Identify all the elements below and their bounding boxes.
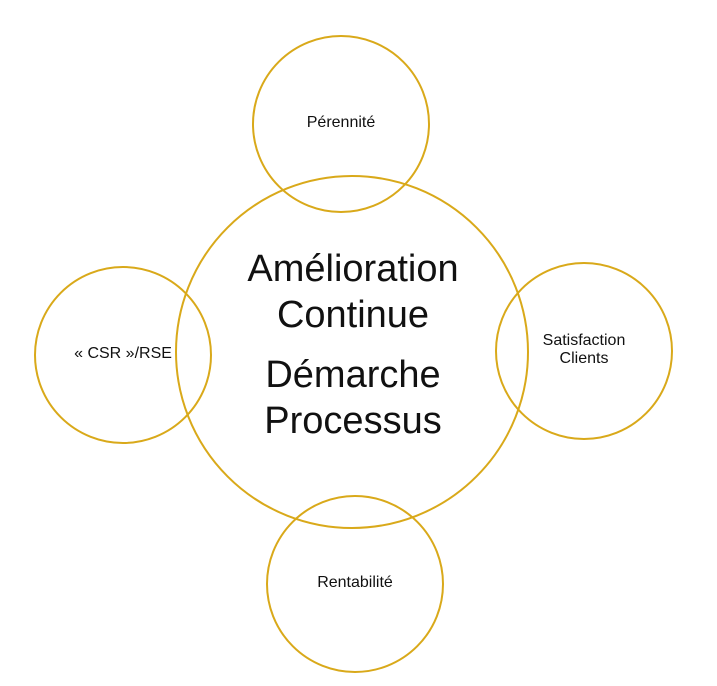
center-title: Amélioration Continue xyxy=(218,246,488,338)
center-title-line1: Amélioration xyxy=(247,248,459,290)
right-node-label: Satisfaction Clients xyxy=(504,332,664,369)
top-circle xyxy=(252,35,430,213)
center-subtitle: Démarche Processus xyxy=(218,352,488,444)
bottom-node-label: Rentabilité xyxy=(317,574,393,591)
center-title-line2: Continue xyxy=(276,294,430,336)
bottom-circle xyxy=(266,495,444,673)
right-node-label-line1: Satisfaction xyxy=(542,332,626,349)
top-node-label: Pérennité xyxy=(306,114,376,131)
left-circle xyxy=(34,266,212,444)
center-subtitle-line1: Démarche xyxy=(265,354,441,396)
center-circle xyxy=(175,175,529,529)
center-text: Amélioration Continue Démarche Processus xyxy=(218,246,488,444)
center-subtitle-line2: Processus xyxy=(264,400,442,442)
left-node-label: « CSR »/RSE xyxy=(74,345,172,362)
right-circle xyxy=(495,262,673,440)
right-node-label-line2: Clients xyxy=(559,350,609,368)
